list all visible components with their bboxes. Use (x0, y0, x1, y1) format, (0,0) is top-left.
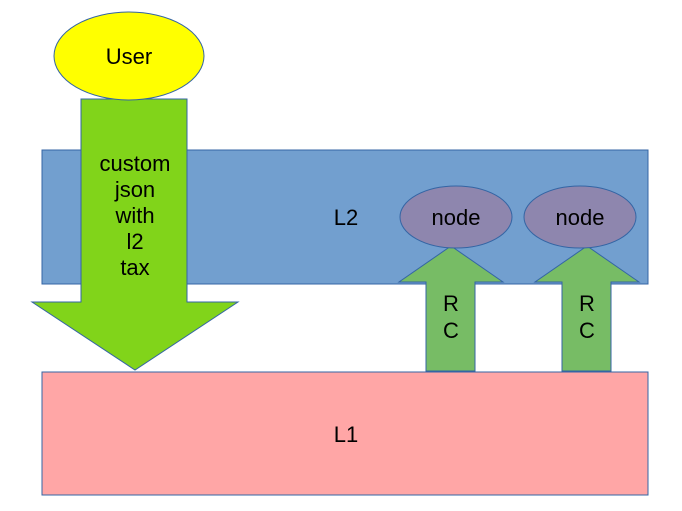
rc-arrow-1-line-1: R (443, 291, 459, 316)
rc-arrow-2-line-2: C (579, 318, 595, 343)
user-ellipse (53, 11, 205, 101)
node-1-label: node (432, 205, 481, 230)
user-label: User (106, 44, 152, 69)
l2-label: L2 (334, 205, 358, 230)
rc-arrow-2-line-1: R (579, 291, 595, 316)
main-arrow-line-4: l2 (126, 229, 143, 254)
l1-label: L1 (334, 422, 358, 447)
node-2-label: node (556, 205, 605, 230)
main-arrow-line-1: custom (100, 151, 171, 176)
node-ellipse-2 (523, 185, 637, 249)
main-arrow-line-3: with (114, 203, 154, 228)
rc-up-arrow-1 (397, 245, 505, 372)
main-arrow-line-2: json (114, 177, 155, 202)
l1-layer-box (41, 371, 649, 496)
rc-up-arrow-2 (533, 245, 641, 372)
rc-arrow-1-line-2: C (443, 318, 459, 343)
node-ellipse-1 (399, 185, 513, 249)
custom-json-down-arrow (30, 98, 240, 371)
main-arrow-line-5: tax (120, 255, 149, 280)
